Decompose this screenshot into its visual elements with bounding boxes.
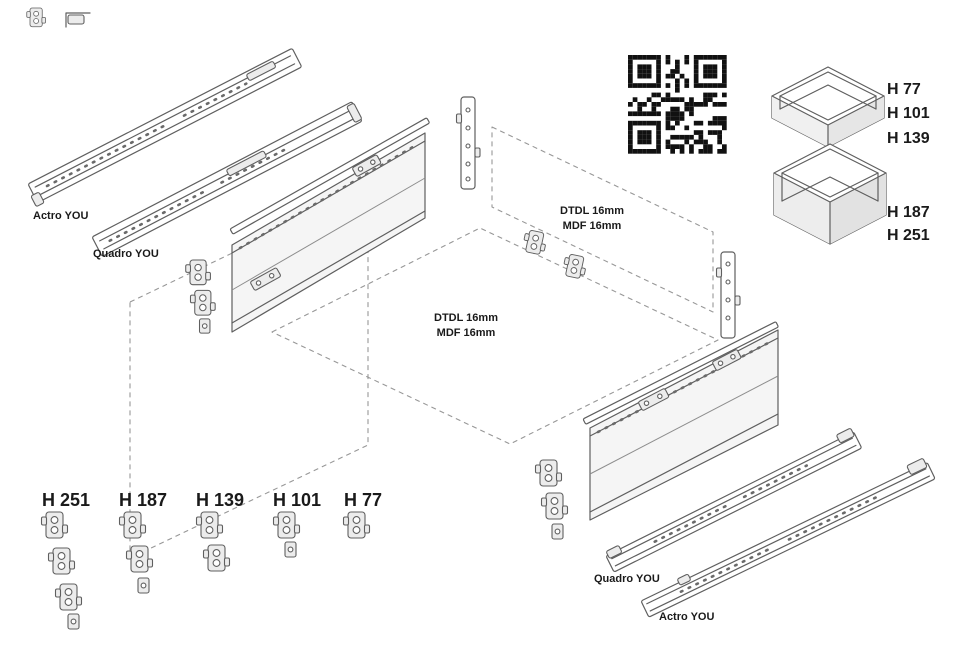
runner-actro-bottom (641, 458, 936, 618)
bracket-set-h251 (40, 511, 83, 630)
back-connector-left (455, 96, 481, 190)
label-bracket-h101: H 101 (273, 490, 321, 510)
corner-hardware-icons (26, 7, 91, 28)
bracket-set-h139 (195, 511, 231, 572)
label-bracket-h139: H 139 (196, 490, 244, 510)
back-panel-outline: DTDL 16mm MDF 16mm (491, 126, 714, 313)
bottom-panel-material-line2: MDF 16mm (437, 327, 496, 339)
drawer-side-panel-left (231, 132, 426, 333)
back-panel-material-line2: MDF 16mm (563, 220, 622, 232)
runner-quadro-bottom (606, 428, 862, 573)
label-bracket-h187: H 187 (119, 490, 167, 510)
drawer-box-deep (773, 143, 887, 245)
label-height-h187-box: H 187 (887, 204, 930, 221)
fixing-clip-back-right (561, 252, 589, 280)
runner-actro-top (28, 48, 302, 207)
bracket-set-h101 (272, 511, 301, 558)
label-height-h139-box: H 139 (887, 130, 930, 147)
label-runner-actro-top: Actro YOU (33, 210, 88, 222)
qr-code (628, 55, 727, 154)
label-runner-quadro-top: Quadro YOU (93, 248, 159, 260)
back-panel-material-line1: DTDL 16mm (560, 205, 624, 217)
label-bracket-h251: H 251 (42, 490, 90, 510)
front-fixing-clips-left (185, 259, 216, 334)
bottom-panel-material-line1: DTDL 16mm (434, 312, 498, 324)
side-panel-left-top-profile (229, 117, 430, 235)
drawer-side-panel-right (589, 329, 779, 521)
bottom-panel-outline: DTDL 16mm MDF 16mm (271, 227, 719, 445)
label-height-h251-box: H 251 (887, 227, 930, 244)
bracket-set-h187 (118, 511, 154, 594)
bracket-set-h77 (342, 511, 371, 539)
label-height-h101-box: H 101 (887, 105, 930, 122)
back-connector-right (715, 251, 741, 339)
label-height-h77-box: H 77 (887, 81, 921, 98)
fixing-clip-back-left (521, 228, 549, 256)
front-fixing-clips-right (534, 459, 569, 540)
drawer-box-shallow (771, 66, 885, 148)
label-bracket-h77: H 77 (344, 490, 382, 510)
runner-quadro-top (92, 101, 362, 257)
label-runner-actro-bottom: Actro YOU (659, 611, 714, 623)
label-runner-quadro-bottom: Quadro YOU (594, 573, 660, 585)
side-panel-right-top-profile (582, 321, 779, 425)
